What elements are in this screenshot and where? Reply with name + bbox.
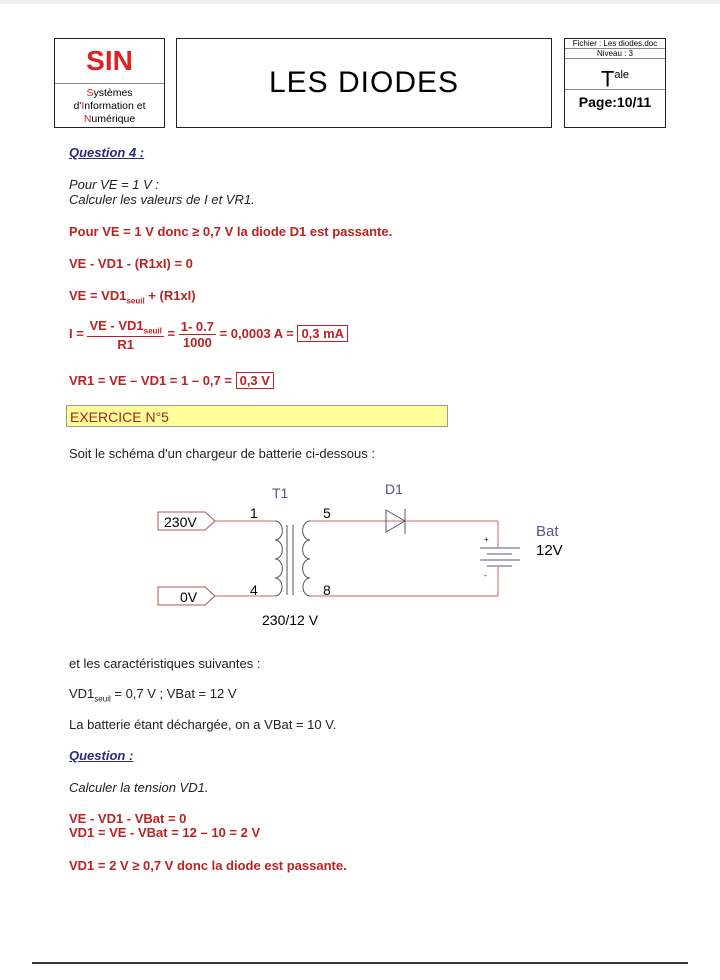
den: R1 <box>117 336 134 352</box>
t: seuil <box>94 694 111 704</box>
info-box: Fichier : Les diodes.doc Niveau : 3 Tale… <box>564 38 666 128</box>
t: = 0,0003 A = <box>219 326 294 342</box>
q4-answer3: VE = VD1seuil + (R1xI) <box>69 288 196 306</box>
pin-5: 5 <box>323 505 331 521</box>
word: umérique <box>91 113 136 125</box>
den: 1000 <box>182 335 212 351</box>
result-box: 0,3 mA <box>297 325 349 343</box>
footer-divider <box>32 962 688 964</box>
answer-1: VE - VD1 - VBat = 0 <box>69 811 187 826</box>
q4-line1: Pour VE = 1 V : <box>69 177 159 192</box>
num: VE - VD1seuil <box>87 318 164 337</box>
level: Niveau : 3 <box>565 49 665 59</box>
q4-answer1: Pour VE = 1 V donc ≥ 0,7 V la diode D1 e… <box>69 224 393 239</box>
exercise-5-banner: EXERCICE N°5 <box>66 405 448 427</box>
t: = <box>167 326 176 342</box>
page-number: Page:10/11 <box>578 94 652 110</box>
class-level: Tale <box>565 59 665 92</box>
circuit-diagram: 230V 0V T1 D1 1 4 5 8 230/12 V Bat 12V +… <box>157 481 563 628</box>
t: VE = VD1 <box>69 288 127 303</box>
initial: I <box>81 100 85 112</box>
word: nformation et <box>84 100 146 112</box>
minus-sign: - <box>484 571 487 580</box>
question-text: Calculer la tension VD1. <box>69 780 209 795</box>
class: T <box>600 66 615 92</box>
top-bar <box>0 0 720 4</box>
q4-line2: Calculer les valeurs de I et VR1. <box>69 192 255 207</box>
word: d' <box>73 100 82 112</box>
t: seuil <box>143 326 162 336</box>
carac-values: VD1seuil = 0,7 V ; VBat = 12 V <box>69 686 237 704</box>
t: I = <box>69 326 84 342</box>
document-title: LES DIODES <box>176 38 552 128</box>
word: ystèmes <box>93 87 133 99</box>
t: VE - VD1 <box>89 318 144 333</box>
ex5-intro: Soit le schéma d'un chargeur de batterie… <box>69 446 375 461</box>
vr1-formula: VR1 = VE – VD1 = 1 – 0,7 = 0,3 V <box>69 372 274 389</box>
result-box: 0,3 V <box>235 372 274 389</box>
num: 1- 0.7 <box>178 319 216 336</box>
t: VD1 <box>69 686 95 701</box>
sin-logo: SIN <box>55 39 164 84</box>
t: VR1 = VE – VD1 = 1 – 0,7 = <box>69 373 232 388</box>
sin-logo-box: SIN Systèmes d'Information et Numérique <box>54 38 165 128</box>
pin-8: 8 <box>323 582 331 598</box>
input-230v-label: 230V <box>164 514 197 530</box>
initial: S <box>86 87 94 99</box>
initial: N <box>83 113 92 125</box>
d1-label: D1 <box>385 481 403 497</box>
t: seuil <box>126 296 145 306</box>
t: = 0,7 V ; VBat = 12 V <box>110 686 237 701</box>
answer-2: VD1 = VE - VBat = 12 – 10 = 2 V <box>69 825 261 840</box>
question-heading: Question : <box>69 748 134 763</box>
input-0v-label: 0V <box>180 589 198 605</box>
bat-label: Bat <box>536 523 559 540</box>
plus-sign: + <box>484 535 489 544</box>
t1-label: T1 <box>272 485 289 501</box>
file-name: Fichier : Les diodes.doc <box>565 39 665 49</box>
carac-intro: et les caractéristiques suivantes : <box>69 656 261 671</box>
ratio-label: 230/12 V <box>262 612 319 628</box>
pin-4: 4 <box>250 582 258 598</box>
pin-1: 1 <box>250 505 258 521</box>
question-4-heading: Question 4 : <box>69 145 145 160</box>
battery-state: La batterie étant déchargée, on a VBat =… <box>69 717 337 732</box>
bat-voltage: 12V <box>536 542 563 559</box>
sin-subtitle: Systèmes d'Information et Numérique <box>55 84 164 126</box>
t: + (R1xI) <box>144 288 196 303</box>
q4-answer2: VE - VD1 - (R1xI) = 0 <box>69 256 193 271</box>
answer-3: VD1 = 2 V ≥ 0,7 V donc la diode est pass… <box>69 858 347 873</box>
class-sup: ale <box>614 69 630 81</box>
